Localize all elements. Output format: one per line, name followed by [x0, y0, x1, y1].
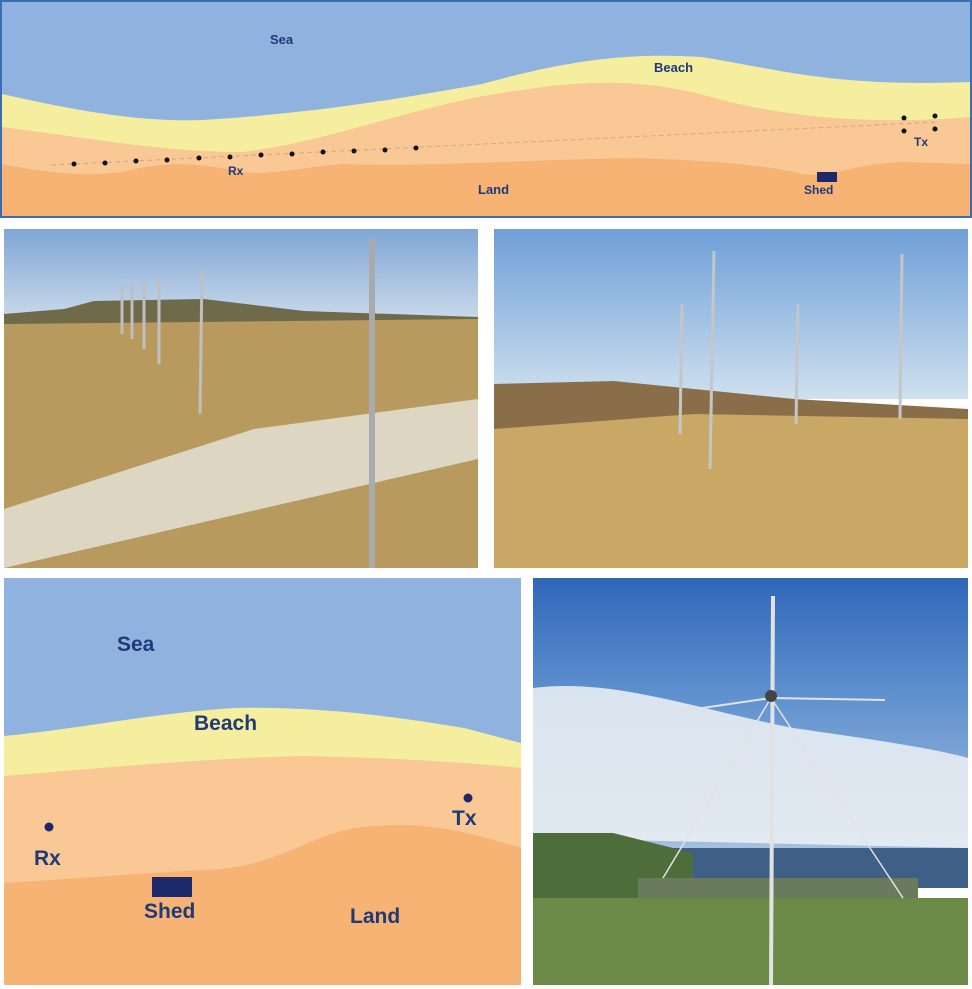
tx-label: Tx [914, 135, 928, 149]
beach-label: Beach [194, 712, 257, 735]
shed-label: Shed [804, 183, 833, 197]
beach-label: Beach [654, 60, 693, 75]
discone-antenna [662, 595, 904, 985]
rx-label: Rx [228, 164, 244, 178]
rx-antenna-array [71, 145, 419, 167]
sea-label: Sea [270, 32, 294, 47]
rx-marker [44, 822, 54, 832]
bottom-site-map: Sea Beach Land Rx Tx Shed [4, 578, 521, 985]
shed-marker [152, 877, 192, 897]
top-site-map: Sea Beach Land Rx Tx Shed [0, 0, 972, 218]
tx-antenna-array [901, 113, 938, 134]
shed-label: Shed [144, 900, 195, 923]
antenna-masts [120, 239, 375, 568]
land-area [2, 158, 970, 216]
land-label: Land [478, 182, 509, 197]
tx-label: Tx [452, 807, 477, 830]
land-label: Land [350, 905, 400, 928]
photo-tx-array [494, 229, 968, 568]
rx-label: Rx [34, 847, 61, 870]
photo-rx-dune-array [4, 229, 478, 568]
photo-discone-antenna [533, 578, 968, 985]
land-area [4, 824, 521, 985]
antenna-masts [678, 250, 904, 470]
sea-label: Sea [117, 633, 155, 656]
tx-marker [463, 793, 473, 803]
shed-marker [817, 172, 837, 182]
